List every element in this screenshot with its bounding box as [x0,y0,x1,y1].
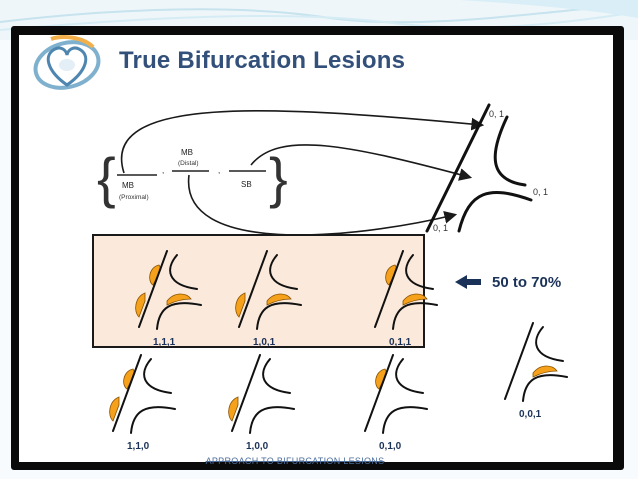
vessel-main-wall [364,354,394,432]
lesion-glyph-1-1-1: 1,1,1 [135,250,202,348]
vessel-main-wall [504,322,534,400]
plaque-side-branch [266,293,292,306]
plaque-distal [149,264,162,286]
lesion-glyph-1-0-0: 1,0,0 [228,354,295,452]
arrow-distal [188,174,458,236]
main-vessel-line [425,103,491,233]
lesion-code-label: 1,1,0 [127,441,150,452]
comma: , [162,166,164,175]
medina-notation: { MB (Proximal) , MB (Distal) , SB } [97,146,288,209]
vessel-branch-upper [535,326,564,362]
vessel-branch-lower [130,406,176,434]
lesion-code-label: 1,0,0 [246,441,269,452]
vessel-branch-lower [249,406,295,434]
true-bifurcation-highlight-box [92,234,425,348]
vessel-branch-lower [156,302,202,330]
vessel-branch-upper [143,358,172,394]
plaque-proximal [235,292,246,318]
reference-bifurcation [425,103,533,233]
lesion-code-label: 1,1,1 [153,337,176,348]
heart-logo-icon [33,35,101,90]
lesion-code-label: 0,0,1 [519,409,542,420]
vessel-branch-lower [382,406,428,434]
vessel-branch-upper [395,358,424,394]
plaque-proximal [135,292,146,318]
vessel-main-wall [231,354,261,432]
lesion-glyph-1-1-0: 1,1,0 [109,354,176,452]
lesion-glyph-1-0-1: 1,0,1 [235,250,302,348]
mapping-arrows [120,110,485,236]
arrow-proximal [120,110,485,174]
plaque-proximal [109,396,120,422]
slide-content: True Bifurcation Lesions { MB (Proximal)… [19,35,613,462]
bifurcation-diagram: { MB (Proximal) , MB (Distal) , SB } 0, … [92,103,568,452]
vessel-main-wall [112,354,142,432]
vessel-main-wall [238,250,268,328]
plaque-side-branch [532,365,558,378]
reference-label-right: 0, 1 [533,187,548,197]
side-branch-lower-wall [457,191,533,233]
callout-arrow [455,275,481,289]
lesion-glyph-0-1-0: 0,1,0 [364,354,428,452]
plaque-proximal [228,396,239,422]
mb-distal-sublabel: (Distal) [178,160,199,167]
lesion-glyph-0-0-1: 0,0,1 [504,322,568,420]
vessel-branch-lower [256,302,302,330]
plaque-side-branch [402,293,428,306]
comma: , [218,166,220,175]
mb-proximal-sublabel: (Proximal) [119,194,149,201]
vessel-branch-upper [262,358,291,394]
lesion-code-label: 1,0,1 [253,337,276,348]
open-brace: { [97,146,116,209]
page-title: True Bifurcation Lesions [119,47,406,74]
close-brace: } [269,146,288,209]
reference-label-top: 0, 1 [489,109,504,119]
arrow-sb [250,144,473,181]
vessel-branch-upper [405,254,434,290]
lesion-code-label: 0,1,0 [379,441,402,452]
reference-label-bottom: 0, 1 [433,223,448,233]
plaque-distal [123,368,136,390]
footer-caption: APPROACH TO BIFURCATION LESIONS [205,456,385,466]
vessel-branch-lower [392,302,438,330]
vessel-main-wall [374,250,404,328]
side-branch-upper-wall [493,115,527,187]
vessel-branch-upper [269,254,298,290]
sb-label: SB [241,180,252,189]
vessel-branch-upper [169,254,198,290]
plaque-distal [375,368,388,390]
lesion-code-label: 0,1,1 [389,337,412,348]
callout-percentage: 50 to 70% [492,274,561,291]
plaque-distal [385,264,398,286]
mb-proximal-label: MB [122,181,134,190]
vessel-branch-lower [522,374,568,402]
mb-distal-label: MB [181,148,193,157]
lesion-glyph-0-1-1: 0,1,1 [374,250,438,348]
lesion-types: 1,1,1 1,0,1 0,1,1 1,1,0 1,0,0 0,1,0 0,0,1 [109,250,568,452]
plaque-side-branch [166,293,192,306]
vessel-main-wall [138,250,168,328]
